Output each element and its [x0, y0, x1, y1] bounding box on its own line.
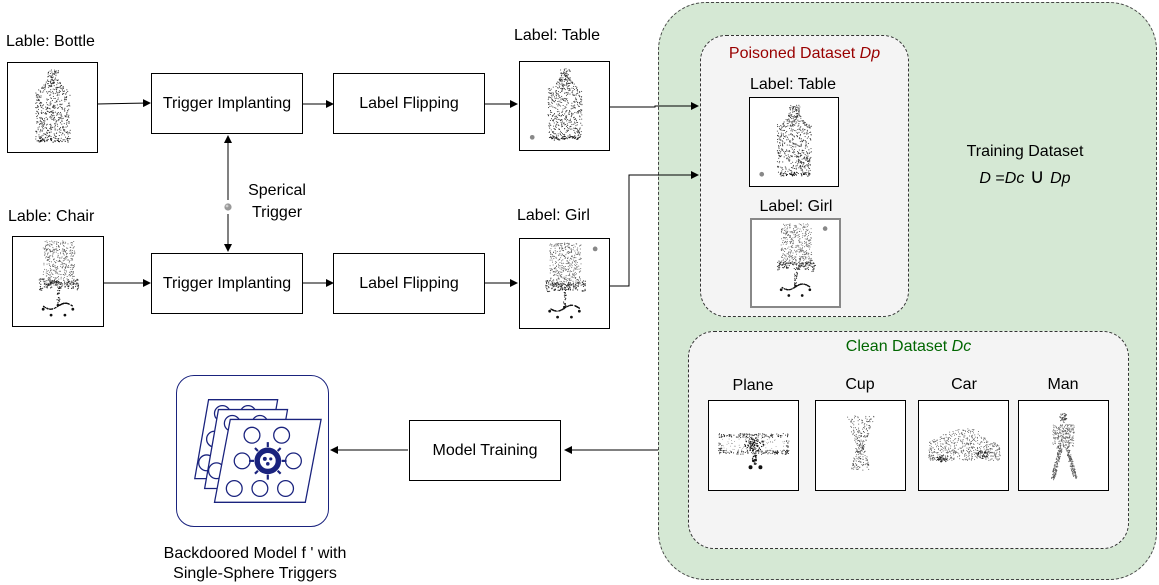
training-dataset-formula: D =Dc ∪ Dp — [979, 166, 1071, 188]
man-point-cloud-icon — [1051, 412, 1078, 481]
girl-output-image — [519, 238, 610, 329]
point-cloud — [776, 223, 817, 297]
backdoored-model-caption-line1: Backdoored Model f ' with — [163, 545, 347, 562]
point-cloud — [35, 69, 71, 143]
trigger-implanting-box-top: Trigger Implanting — [151, 73, 303, 134]
neural-network-backdoor-icon — [194, 399, 322, 503]
bottle-point-cloud-icon — [35, 69, 71, 143]
label-flipping-box-top: Label Flipping — [333, 73, 485, 134]
backdoored-model-caption-line2: Single-Sphere Triggers — [173, 565, 337, 582]
point-cloud — [1051, 412, 1078, 481]
poisoned-girl-image — [750, 218, 841, 308]
clean-item-cup-label: Cup — [845, 376, 875, 393]
plane-point-cloud-icon — [718, 433, 790, 470]
sphere-trigger-icon — [592, 246, 598, 252]
trigger-label-line2: Trigger — [251, 204, 303, 221]
chair-image — [12, 236, 104, 327]
sphere-trigger-icon — [822, 226, 828, 231]
bottle-point-cloud-icon — [759, 104, 813, 177]
label-flipping-box-bottom: Label Flipping — [333, 253, 485, 314]
arrow-bottle-to-trigger — [96, 99, 151, 108]
clean-plane-image — [708, 400, 799, 491]
point-cloud — [847, 415, 875, 471]
poisoned-dataset-var: Dp — [859, 45, 881, 62]
cup-point-cloud-icon — [847, 415, 875, 471]
poisoned-item-table-label: Label: Table — [750, 76, 836, 93]
sphere-trigger-icon — [529, 134, 535, 140]
clean-item-plane-label: Plane — [732, 377, 774, 394]
backdoored-model-icon — [176, 375, 329, 527]
model-training-box: Model Training — [409, 420, 561, 481]
point-cloud — [718, 433, 790, 470]
training-dataset-label: Training Dataset — [966, 143, 1084, 160]
clean-item-man-label: Man — [1047, 376, 1079, 393]
bottle-point-cloud-icon — [529, 68, 583, 141]
poisoned-table-image — [749, 97, 839, 187]
poisoned-dataset-title: Poisoned Dataset Dp — [728, 45, 881, 62]
bottom-output-label: Label: Girl — [517, 207, 590, 224]
bottle-image — [7, 62, 98, 153]
chair-point-cloud-icon — [776, 223, 828, 297]
clean-dataset-var: Dc — [951, 338, 972, 355]
point-cloud — [545, 242, 586, 319]
trigger-implanting-box-bottom: Trigger Implanting — [151, 253, 303, 314]
clean-car-image — [918, 400, 1009, 491]
point-cloud — [928, 428, 1001, 463]
clean-man-image — [1018, 400, 1109, 491]
table-output-image — [519, 61, 610, 151]
point-cloud — [776, 104, 813, 177]
chair-point-cloud-icon — [38, 240, 80, 317]
sphere-trigger-icon — [224, 203, 232, 211]
sphere-trigger-icon — [759, 171, 765, 177]
trigger-label-line1: Sperical — [248, 182, 306, 199]
clean-dataset-title: Clean Dataset Dc — [845, 338, 972, 355]
top-input-label: Lable: Bottle — [6, 33, 95, 50]
point-cloud — [38, 240, 80, 317]
point-cloud — [547, 68, 583, 141]
top-output-label: Label: Table — [514, 27, 600, 44]
poisoned-item-girl-label: Label: Girl — [759, 198, 833, 215]
clean-item-car-label: Car — [951, 376, 977, 393]
chair-point-cloud-icon — [545, 242, 598, 319]
bottom-input-label: Lable: Chair — [8, 208, 95, 225]
clean-cup-image — [815, 400, 906, 491]
car-point-cloud-icon — [928, 428, 1001, 463]
